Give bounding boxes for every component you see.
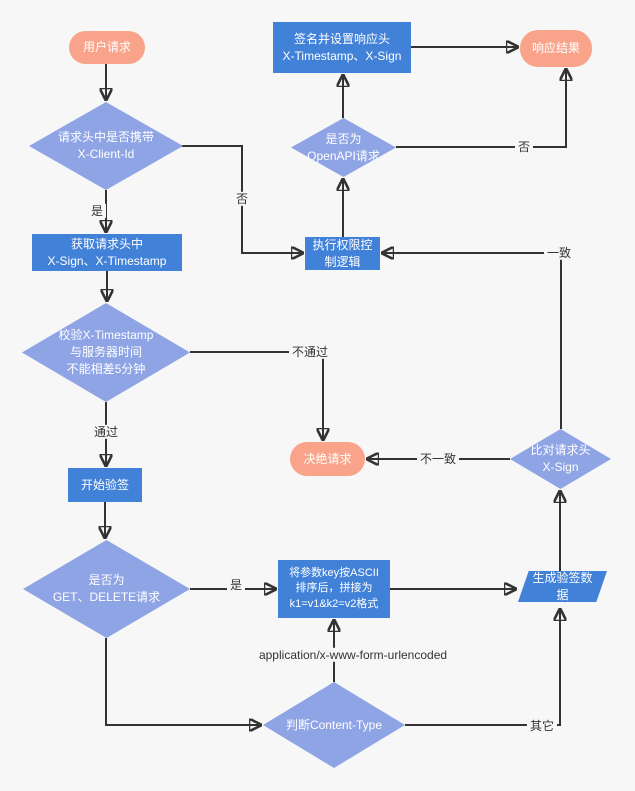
edge-label-content-type-form: application/x-www-form-urlencoded bbox=[255, 647, 451, 663]
edge-label-timestamp-fail: 不通过 bbox=[288, 344, 332, 360]
edge-label-client-id-no: 否 bbox=[232, 191, 252, 207]
edge-openapi-no bbox=[396, 70, 566, 148]
node-exec-permission: 执行权限控 制逻辑 bbox=[305, 237, 380, 270]
node-gen-verify-data: 生成验签数 据 bbox=[518, 571, 607, 602]
edge-label-client-id-yes: 是 bbox=[87, 203, 107, 219]
node-sign-response: 签名并设置响应头 X-Timestamp、X-Sign bbox=[273, 22, 411, 73]
edge-label-content-type-other: 其它 bbox=[526, 718, 558, 734]
node-sort-params: 将参数key按ASCII 排序后，拼接为 k1=v1&k2=v2格式 bbox=[278, 560, 390, 618]
edge-comparesign-match bbox=[383, 253, 562, 429]
node-start-verify: 开始验签 bbox=[68, 468, 142, 502]
edge-label-timestamp-pass: 通过 bbox=[90, 424, 122, 440]
edge-verifyts-fail bbox=[190, 351, 323, 439]
edge-label-sign-match: 一致 bbox=[543, 245, 575, 261]
edge-label-sign-mismatch: 不一致 bbox=[416, 451, 460, 467]
node-user-request: 用户请求 bbox=[69, 31, 145, 64]
node-reject-request: 决绝请求 bbox=[290, 442, 365, 476]
edge-label-openapi-no: 否 bbox=[514, 139, 534, 155]
edge-contenttype-other bbox=[405, 610, 560, 726]
node-response-result: 响应结果 bbox=[520, 30, 592, 67]
edge-getdelete-no bbox=[105, 638, 260, 725]
edge-label-get-delete-yes: 是 bbox=[226, 577, 246, 593]
node-get-headers: 获取请求头中 X-Sign、X-Timestamp bbox=[32, 234, 182, 271]
